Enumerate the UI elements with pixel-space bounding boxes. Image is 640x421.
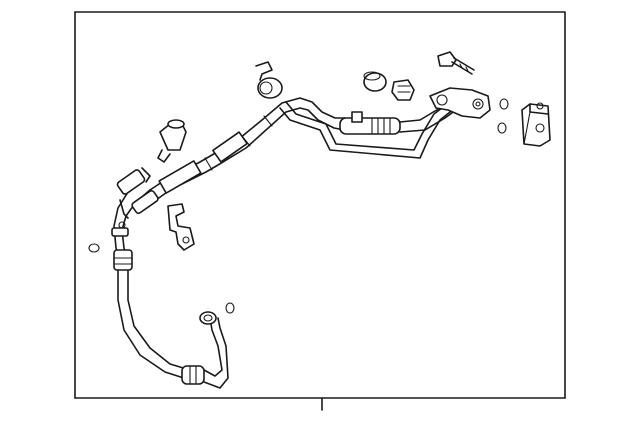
mount-bracket[interactable] xyxy=(167,203,195,251)
o-rings[interactable] xyxy=(88,98,509,314)
bolt[interactable] xyxy=(437,51,475,75)
diagram-frame xyxy=(74,11,566,411)
cap-seal[interactable] xyxy=(363,71,387,92)
clamp-bracket-top[interactable] xyxy=(255,61,283,99)
expansion-valve[interactable] xyxy=(521,102,551,147)
discharge-hose[interactable] xyxy=(111,167,229,389)
sensor-switch[interactable] xyxy=(157,119,187,163)
valve-core[interactable] xyxy=(391,79,415,101)
suction-hose[interactable] xyxy=(149,87,491,201)
